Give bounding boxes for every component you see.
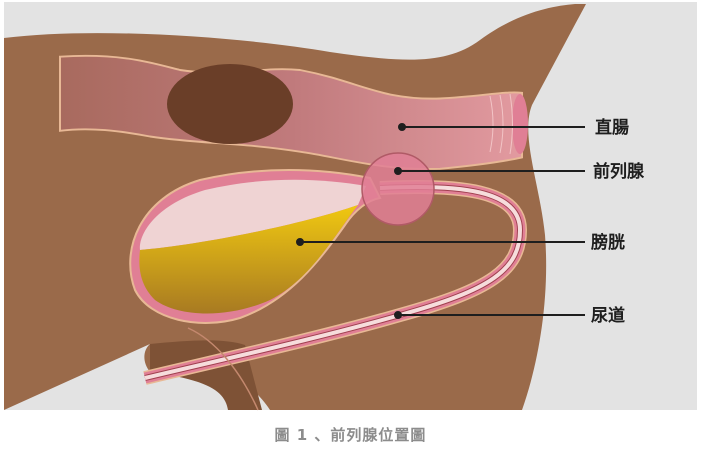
- bladder-leader-dot: [296, 238, 304, 246]
- bladder: [129, 169, 382, 324]
- figure-caption: 圖 1 、前列腺位置圖: [274, 426, 427, 444]
- rectum-leader-dot: [398, 123, 406, 131]
- urethra: [143, 179, 528, 385]
- anus: [512, 94, 528, 154]
- label-rectum: 直腸: [595, 117, 629, 138]
- rectum-lumen: [167, 64, 293, 144]
- rectum: [59, 54, 528, 170]
- label-urethra: 尿道: [591, 305, 625, 326]
- label-bladder: 膀胱: [591, 232, 625, 253]
- urethra-leader-dot: [394, 311, 402, 319]
- penis-outline: [187, 327, 259, 411]
- prostate: [361, 152, 435, 226]
- label-prostate: 前列腺: [593, 161, 645, 182]
- prostate-leader-dot: [394, 167, 402, 175]
